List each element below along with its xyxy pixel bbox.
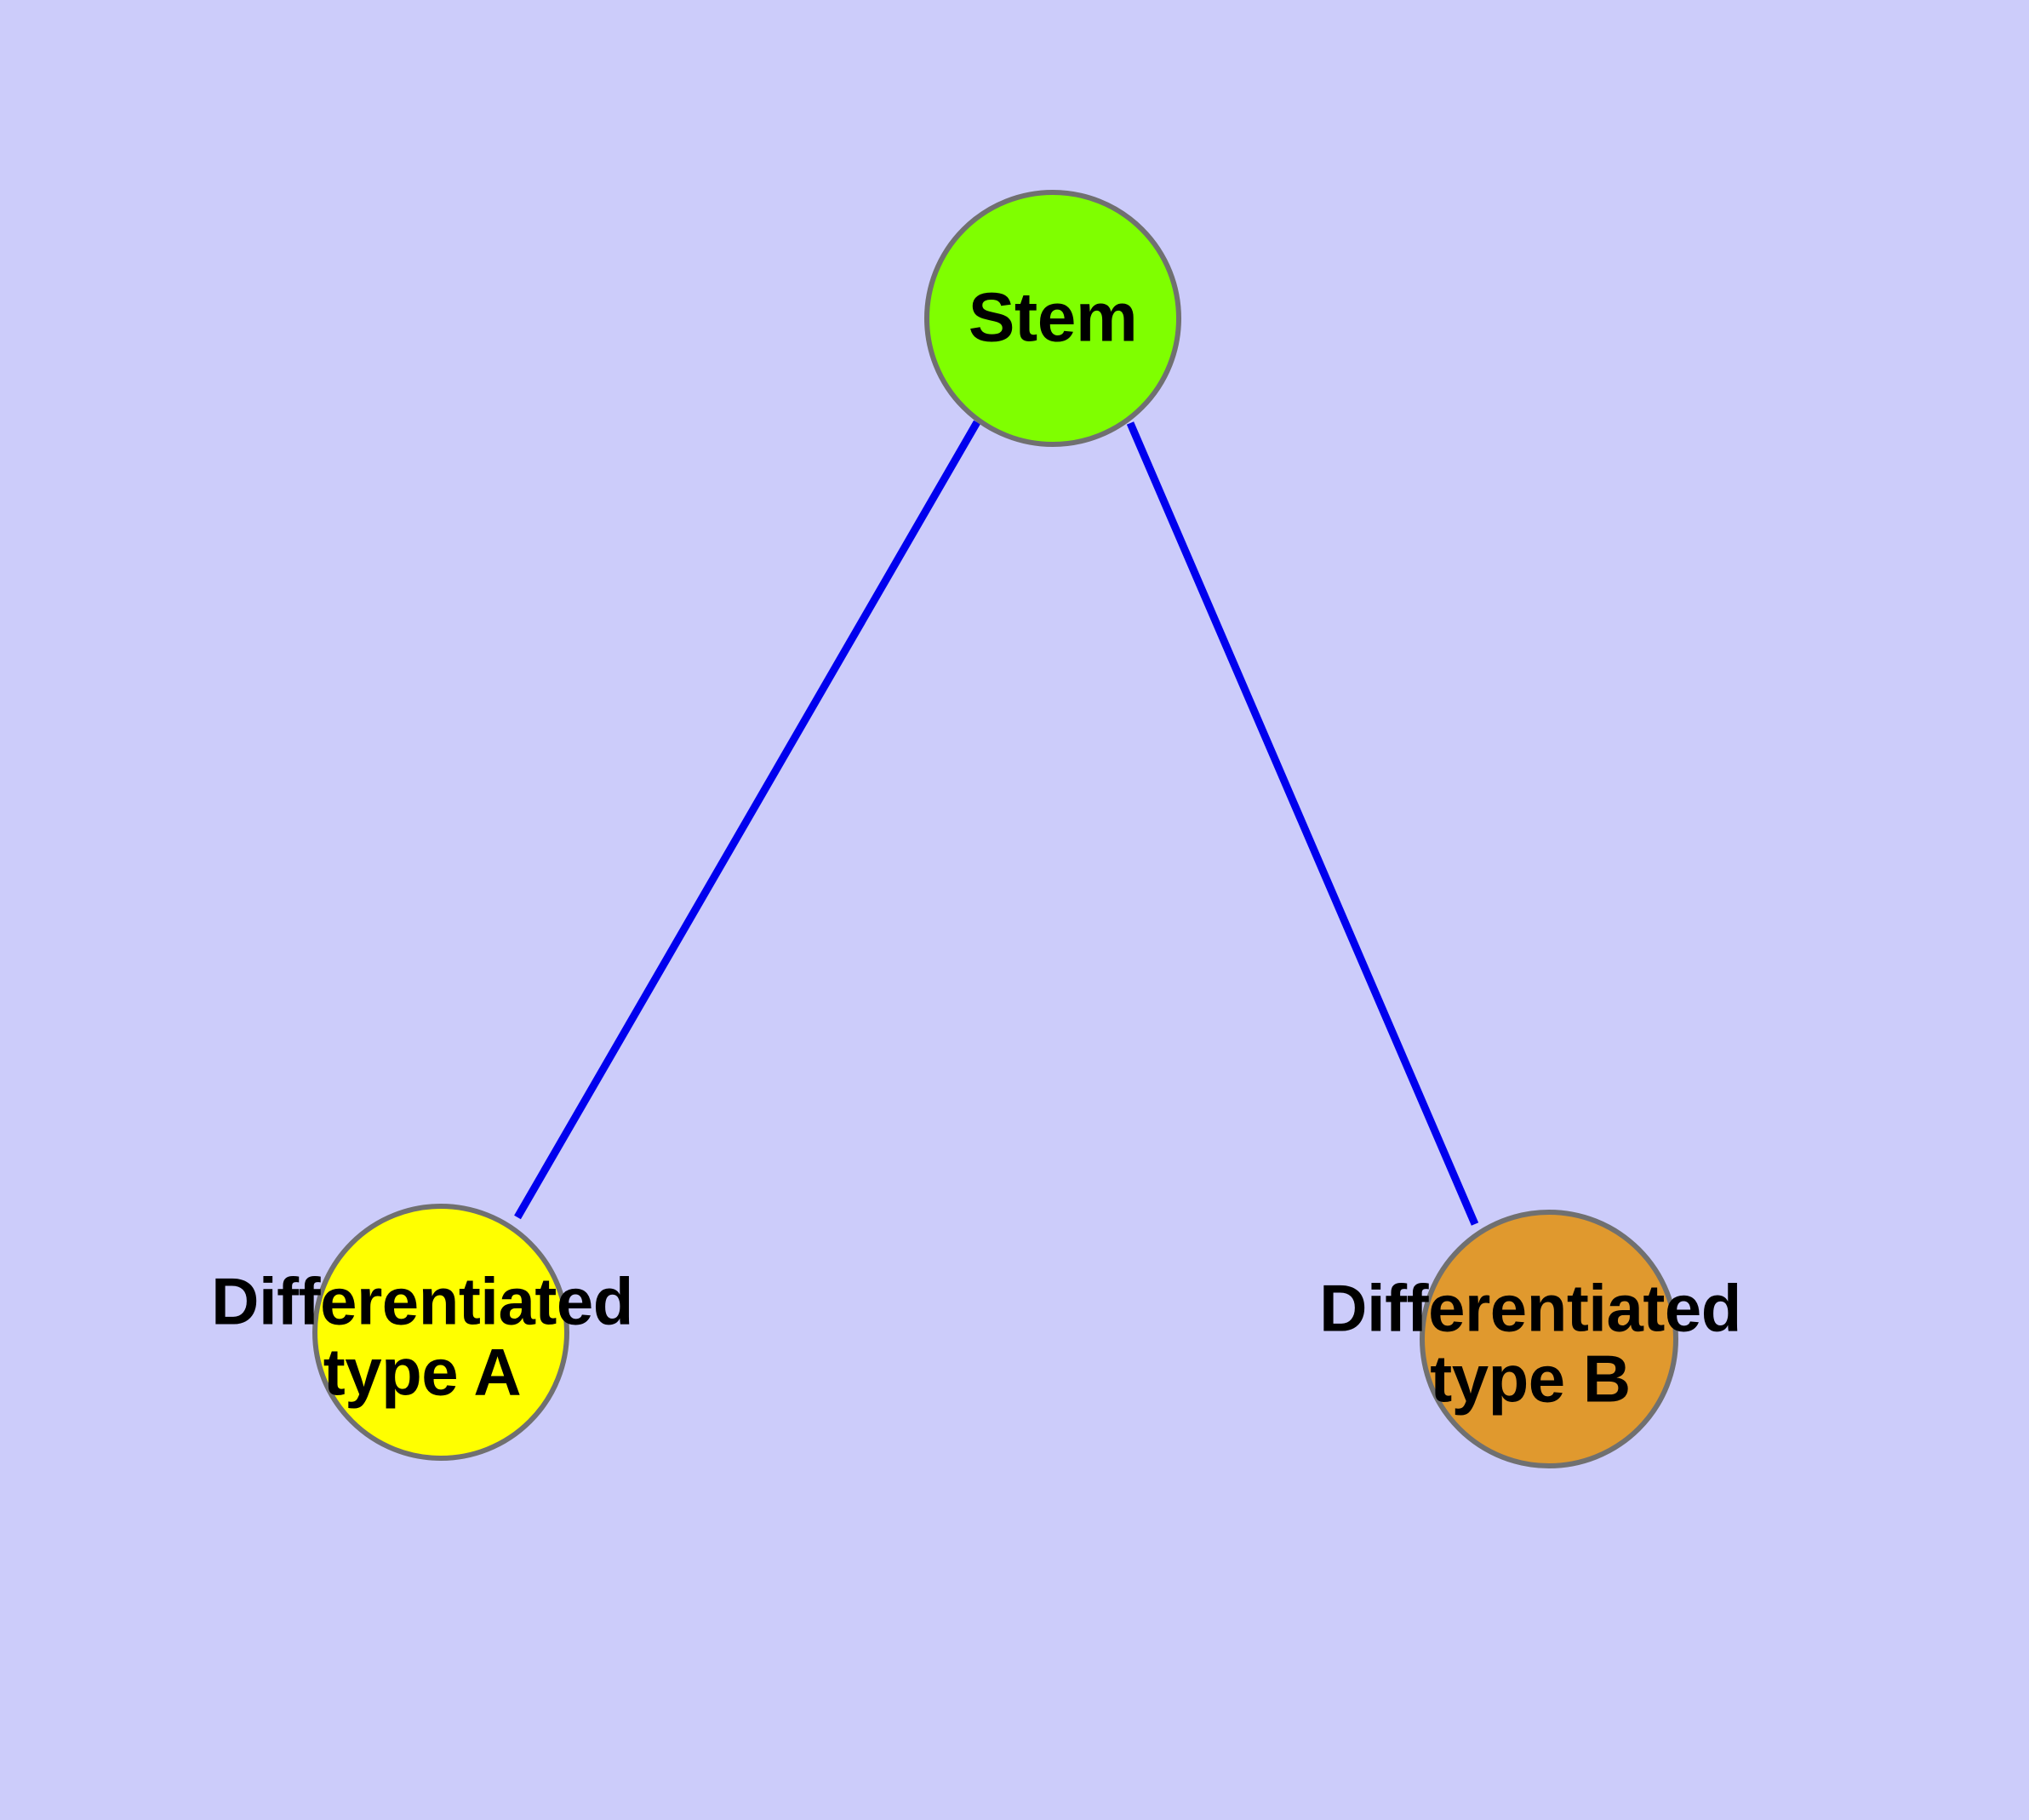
node-differentiated-type-b[interactable]: [1420, 1210, 1678, 1468]
node-differentiated-type-a[interactable]: [312, 1204, 569, 1461]
edge-stem-to-diff-b[interactable]: [1126, 421, 1479, 1226]
node-stem[interactable]: [924, 190, 1181, 447]
edge-stem-to-diff-a[interactable]: [514, 420, 980, 1220]
